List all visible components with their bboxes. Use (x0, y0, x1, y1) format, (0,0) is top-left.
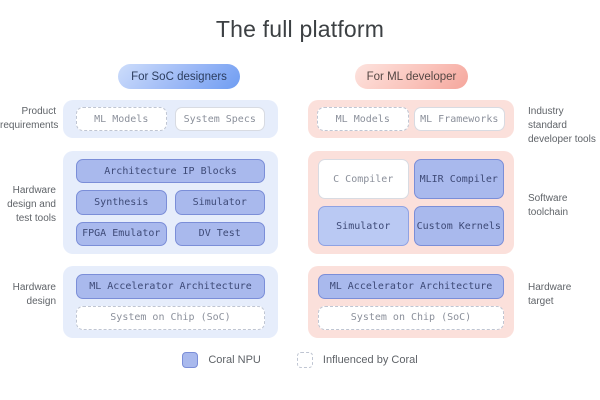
section-ml-dev-tools: ML Models ML Frameworks (308, 100, 514, 138)
label-software-toolchain: Software toolchain (528, 193, 569, 218)
page-title: The full platform (215, 16, 385, 42)
section-soc-hardware-design: ML Accelerator Architecture System on Ch… (63, 266, 278, 338)
section-software-toolchain: C Compiler MLIR Compiler Simulator Custo… (308, 151, 514, 254)
label-hardware-design: Hardware design (12, 282, 56, 307)
influenced-by-coral-swatch-icon (296, 352, 313, 368)
section-soc-hardware-tools: Architecture IP Blocks Synthesis Simulat… (63, 151, 278, 254)
box-system-specs: System Specs (174, 107, 265, 131)
section-soc-requirements: ML Models System Specs (63, 100, 278, 138)
legend-item-influenced-by-coral: Influenced by Coral (296, 352, 418, 368)
legend: Coral NPU Influenced by Coral (0, 352, 600, 368)
legend-label-coral-npu: Coral NPU (208, 354, 261, 366)
box-ml-frameworks: ML Frameworks (413, 107, 505, 131)
box-ml-system-on-chip: System on Chip (SoC) (318, 305, 504, 330)
box-soc-simulator: Simulator (174, 190, 265, 215)
label-industry-standard-developer-tools: Industry standard developer tools (528, 106, 596, 145)
label-hardware-target: Hardware target (528, 282, 572, 307)
box-dv-test: DV Test (174, 221, 265, 246)
box-mlir-compiler: MLIR Compiler (413, 159, 504, 199)
box-fpga-emulator: FPGA Emulator (76, 221, 167, 246)
box-ml-simulator: Simulator (318, 206, 409, 246)
box-ml-ml-accelerator-architecture: ML Accelerator Architecture (318, 274, 504, 299)
box-soc-ml-models: ML Models (76, 107, 167, 131)
box-soc-ml-accelerator-architecture: ML Accelerator Architecture (76, 274, 265, 299)
legend-label-influenced-by-coral: Influenced by Coral (322, 354, 418, 366)
badge-ml-developer: For ML developer (355, 64, 468, 89)
label-hardware-design-test-tools: Hardware design and test tools (7, 185, 56, 224)
box-c-compiler: C Compiler (318, 159, 409, 199)
box-soc-system-on-chip: System on Chip (SoC) (76, 305, 265, 330)
section-hardware-target: ML Accelerator Architecture System on Ch… (308, 266, 514, 338)
badge-soc-designers: For SoC designers (118, 64, 240, 89)
box-synthesis: Synthesis (76, 190, 167, 215)
box-ml-ml-models: ML Models (317, 107, 409, 131)
label-product-requirements: Product requirements (0, 106, 59, 131)
box-architecture-ip-blocks: Architecture IP Blocks (76, 159, 265, 184)
legend-item-coral-npu: Coral NPU (182, 352, 261, 368)
coral-npu-swatch-icon (182, 352, 199, 368)
box-custom-kernels: Custom Kernels (413, 206, 504, 246)
